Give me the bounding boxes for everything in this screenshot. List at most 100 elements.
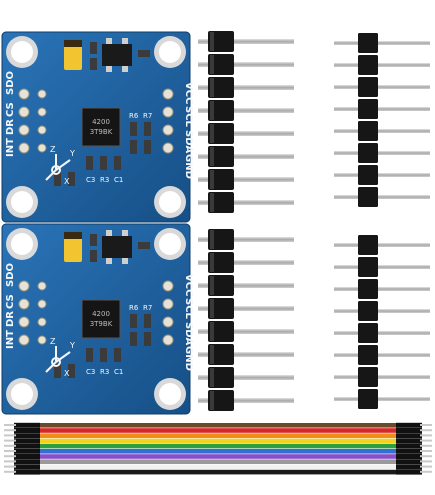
header-pin	[334, 33, 430, 53]
connector-pin	[4, 429, 16, 432]
dupont-connector-left	[14, 464, 40, 470]
silkscreen-left-labels: SDO CS DR INT	[5, 71, 16, 157]
label-r6: R6	[129, 112, 139, 120]
header-body-segment	[208, 252, 234, 273]
header-pin	[198, 146, 294, 167]
header-pin	[198, 252, 294, 273]
dupont-connector-right	[396, 448, 422, 454]
mounting-hole-top-left	[6, 36, 38, 68]
header-pin	[198, 100, 294, 121]
header-pin	[334, 367, 430, 387]
straight-header-strip-top	[334, 33, 430, 207]
label-dr: DR	[5, 311, 16, 327]
label-r3: R3	[100, 368, 109, 376]
chip-marking-line-1: 4200	[92, 310, 110, 318]
dupont-connector-right	[396, 422, 422, 428]
header-body-segment	[358, 301, 378, 321]
label-cs: CS	[5, 294, 16, 309]
connector-pin	[420, 460, 432, 463]
dupont-connector-left	[14, 469, 40, 475]
jumper-wire	[38, 433, 398, 438]
label-r6: R6	[129, 304, 139, 312]
header-pin	[334, 165, 430, 185]
header-pin	[334, 323, 430, 343]
header-body-segment	[358, 345, 378, 365]
connector-pin	[4, 434, 16, 437]
header-body-segment	[208, 54, 234, 75]
label-dr: DR	[5, 119, 16, 135]
dupont-connector-right	[396, 443, 422, 449]
axis-label-z: Z	[50, 145, 56, 154]
connector-pin	[4, 424, 16, 426]
header-body-segment	[358, 389, 378, 409]
jumper-wire	[38, 449, 398, 454]
right-pin-pads	[162, 88, 174, 154]
chip-marking-line-1: 4200	[92, 118, 110, 126]
mounting-hole-bottom-right	[154, 378, 186, 410]
label-int: INT	[5, 138, 16, 157]
dupont-jumper-cable	[4, 422, 432, 475]
sensor-board-bottom: 4200 3T9BK SDO CS DR INT VCC SCL SDA GND…	[1, 223, 194, 415]
header-pin	[198, 169, 294, 190]
label-c3: C3	[86, 368, 95, 376]
connector-pin	[420, 455, 432, 458]
straight-header-strip-bottom	[334, 235, 430, 409]
right-angle-header-strip-top	[198, 31, 294, 213]
chip-marking-line-2: 3T9BK	[90, 320, 113, 328]
mounting-hole-top-right	[154, 36, 186, 68]
connector-pin	[420, 439, 432, 442]
header-body-segment	[208, 229, 234, 250]
header-body-segment	[208, 169, 234, 190]
voltage-regulator	[102, 230, 132, 264]
header-body-segment	[208, 146, 234, 167]
mounting-hole-bottom-left	[6, 378, 38, 410]
header-body-segment	[208, 123, 234, 144]
header-pin	[198, 123, 294, 144]
header-body-segment	[358, 77, 378, 97]
jumper-wire	[38, 428, 398, 433]
jumper-wire	[38, 443, 398, 449]
mounting-hole-top-right	[154, 228, 186, 260]
jumper-wire	[38, 438, 398, 444]
connector-pin	[4, 470, 16, 473]
header-pin	[198, 31, 294, 52]
jumper-wire	[38, 469, 398, 475]
header-body-segment	[208, 192, 234, 213]
header-body-segment	[358, 367, 378, 387]
header-body-segment	[358, 235, 378, 255]
header-pin	[198, 298, 294, 319]
jumper-wire	[38, 454, 398, 459]
connector-pin	[420, 429, 432, 432]
connector-pin	[4, 455, 16, 458]
header-pin	[334, 235, 430, 255]
connector-pin	[4, 465, 16, 468]
voltage-regulator	[102, 38, 132, 72]
header-body-segment	[358, 121, 378, 141]
mounting-hole-bottom-left	[6, 186, 38, 218]
header-body-segment	[358, 143, 378, 163]
connector-pin	[420, 434, 432, 437]
dupont-connector-right	[396, 433, 422, 439]
header-pin	[198, 192, 294, 213]
header-pin	[334, 279, 430, 299]
connector-pin	[420, 444, 432, 447]
connector-pin	[4, 450, 16, 452]
connector-pin	[4, 444, 16, 447]
dupont-connector-right	[396, 428, 422, 433]
axis-indicator	[45, 346, 71, 373]
axis-label-y: Y	[69, 341, 75, 350]
header-pin	[334, 301, 430, 321]
label-sdo: SDO	[5, 71, 16, 95]
sensor-board-top: 4200 3T9BK SDO CS DR INT VCC SCL SDA GND…	[1, 31, 194, 223]
header-pin	[198, 367, 294, 388]
header-pin	[334, 99, 430, 119]
mounting-hole-bottom-right	[154, 186, 186, 218]
label-vcc: VCC	[183, 274, 194, 296]
mounting-hole-top-left	[6, 228, 38, 260]
right-angle-header-strip-bottom	[198, 229, 294, 411]
jumper-wire	[38, 464, 398, 470]
connector-pin	[420, 465, 432, 468]
axis-label-z: Z	[50, 337, 56, 346]
header-pin	[334, 55, 430, 75]
